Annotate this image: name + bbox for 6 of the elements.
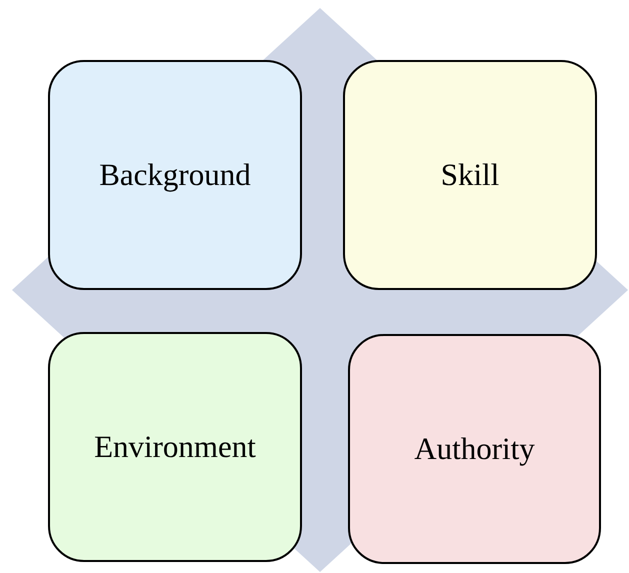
quadrant-box bbox=[48, 332, 302, 562]
box-label: Background bbox=[99, 157, 251, 193]
box-label: Environment bbox=[94, 429, 256, 465]
quadrant-box bbox=[348, 334, 601, 564]
box-label: Skill bbox=[440, 157, 500, 193]
box-label: Authority bbox=[414, 431, 535, 467]
